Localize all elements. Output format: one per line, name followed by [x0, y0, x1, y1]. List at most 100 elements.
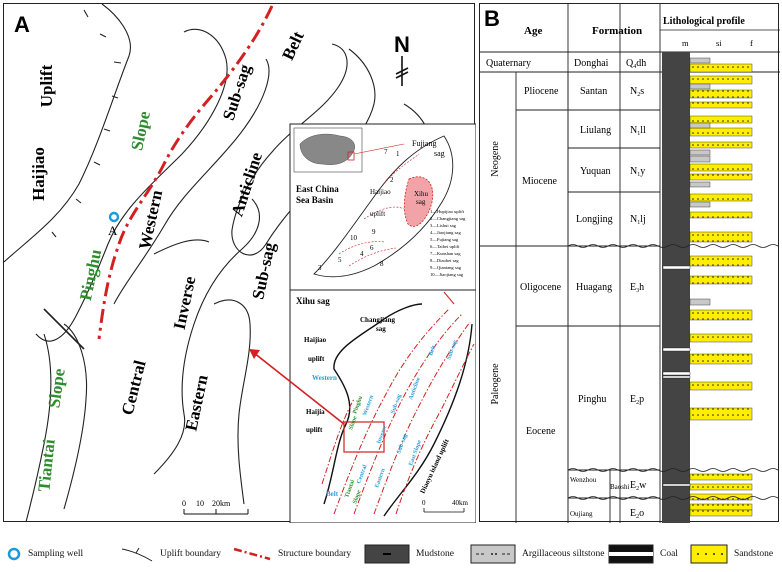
svg-text:8: 8 [380, 260, 384, 268]
svg-text:9: 9 [372, 228, 376, 236]
sampling-well-icon [7, 547, 21, 561]
label-slope-upper: Slope [127, 109, 154, 152]
svg-text:6—Taibei uplift: 6—Taibei uplift [430, 244, 460, 249]
svg-text:9—Qiantang sag: 9—Qiantang sag [430, 265, 462, 270]
formation-yuquan: Yuquan [580, 166, 611, 177]
china-map-icon [299, 133, 355, 165]
svg-text:10—Jiaojiang sag: 10—Jiaojiang sag [430, 272, 464, 277]
legend-argillaceous-siltstone: Argillaceous siltstone [470, 540, 604, 568]
svg-text:uplift: uplift [306, 426, 323, 434]
svg-text:sag: sag [434, 149, 445, 158]
argillaceous-siltstone-icon [470, 544, 516, 564]
svg-text:Xihu: Xihu [414, 190, 429, 198]
svg-text:6: 6 [370, 244, 374, 252]
formation-baoshi: Baoshi [610, 483, 630, 491]
coal-icon [608, 544, 654, 564]
formation-santan: Santan [580, 86, 607, 97]
legend-structure-boundary: Structure boundary [232, 540, 351, 568]
svg-text:0: 0 [422, 499, 426, 507]
svg-text:Haijiao: Haijiao [370, 188, 391, 196]
svg-text:1—Hupijiao uplift: 1—Hupijiao uplift [430, 209, 465, 214]
legend-uplift-boundary: Uplift boundary [120, 540, 221, 568]
svg-text:Haijia: Haijia [306, 408, 325, 416]
legend-sandstone-label: Sandstone [734, 549, 774, 559]
code-n1y: N1y [630, 166, 645, 178]
svg-text:Slope: Slope [348, 415, 359, 431]
label-central: Central [118, 358, 150, 417]
scale-bar: 0 10 20km [182, 499, 249, 515]
pointer-arrow-icon [248, 348, 345, 425]
svg-text:3: 3 [318, 264, 322, 272]
code-q: Q4dh [626, 58, 646, 70]
svg-text:2—Changjiang sag: 2—Changjiang sag [430, 216, 466, 221]
svg-text:1: 1 [396, 150, 400, 158]
litho-column [567, 52, 779, 523]
grain-m: m [682, 38, 689, 48]
legend-sandstone: Sandstone [690, 540, 773, 568]
legend-structure-boundary-label: Structure boundary [278, 549, 352, 559]
svg-text:Fujiang: Fujiang [412, 139, 436, 148]
svg-text:4: 4 [360, 250, 364, 258]
formation-donghai: Donghai [574, 58, 609, 69]
formation-longjing: Longjing [576, 214, 613, 225]
legend-sampling-well-label: Sampling well [28, 549, 84, 559]
svg-text:Belt: Belt [428, 345, 437, 357]
code-e2p: E2p [630, 394, 644, 406]
panel-a-letter: A [14, 12, 30, 37]
legend-sampling-well: Sampling well [6, 540, 83, 568]
map-svg: A Uplift Haijiao Slope Pinghu A Western … [3, 3, 477, 524]
label-pinghu: Pinghu [76, 247, 105, 302]
label-subsag-right: Sub-sag [248, 240, 279, 301]
uplift-boundary-icon [121, 547, 153, 562]
inset-east-china-sea: Fujiang sag East China Sea Basin Haijiao… [289, 123, 477, 291]
legend-coal: Coal [608, 540, 678, 568]
label-eastern: Eastern [181, 373, 211, 433]
svg-text:East China: East China [296, 184, 339, 194]
age-quaternary: Quaternary [486, 58, 531, 69]
map-panel-a: A Uplift Haijiao Slope Pinghu A Western … [3, 3, 477, 524]
svg-text:7: 7 [384, 148, 388, 156]
svg-text:N: N [394, 32, 410, 57]
header-profile: Lithological profile [663, 16, 745, 27]
label-slope-lower: Slope [44, 367, 68, 409]
age-oligocene: Oligocene [520, 282, 562, 293]
svg-text:Haijiao: Haijiao [304, 336, 327, 344]
svg-text:8—Diaobei sag: 8—Diaobei sag [430, 258, 459, 263]
header-formation: Formation [592, 25, 642, 37]
legend-mudstone-label: Mudstone [416, 549, 454, 559]
svg-text:uplift: uplift [308, 355, 325, 363]
label-tiantai: Tiantai [34, 438, 58, 493]
label-inverse: Inverse [170, 274, 200, 331]
svg-text:Sea Basin: Sea Basin [296, 195, 333, 205]
panel-b-letter: B [484, 6, 500, 31]
svg-text:Belt: Belt [326, 490, 339, 498]
svg-text:5: 5 [338, 256, 342, 264]
structure-boundary-line [97, 5, 274, 340]
legend-argillaceous-siltstone-label: Argillaceous siltstone [522, 549, 605, 559]
grain-si: si [716, 38, 722, 48]
legend-mudstone: Mudstone [364, 540, 454, 568]
label-uplift: Uplift [37, 64, 56, 107]
stratigraphy-panel-b: B Age Formation Lithological profile m s… [479, 3, 780, 523]
svg-text:10: 10 [350, 234, 358, 242]
strat-svg: B Age Formation Lithological profile m s… [480, 4, 780, 523]
code-e3h: E3h [630, 282, 644, 294]
svg-text:20km: 20km [212, 499, 231, 508]
age-miocene: Miocene [522, 176, 558, 187]
legend-coal-label: Coal [660, 549, 678, 559]
label-western: Western [135, 188, 166, 252]
svg-text:Xihu sag: Xihu sag [296, 296, 330, 306]
formation-wenzhou: Wenzhou [570, 476, 597, 484]
age-neogene: Neogene [490, 141, 501, 177]
svg-text:Western: Western [312, 374, 337, 382]
svg-text:40km: 40km [452, 499, 469, 507]
label-haijiao: Haijiao [29, 147, 48, 201]
well-label-a: A [108, 223, 118, 238]
sampling-well-a-icon [108, 211, 120, 223]
svg-text:sag: sag [416, 198, 426, 206]
svg-text:uplift: uplift [370, 210, 385, 218]
age-eocene: Eocene [526, 426, 556, 437]
svg-text:0: 0 [182, 499, 186, 508]
sandstone-icon [690, 544, 728, 564]
inset-xihu-sag: Xihu sag Changjiang sag Haijiao uplift W… [289, 289, 477, 524]
